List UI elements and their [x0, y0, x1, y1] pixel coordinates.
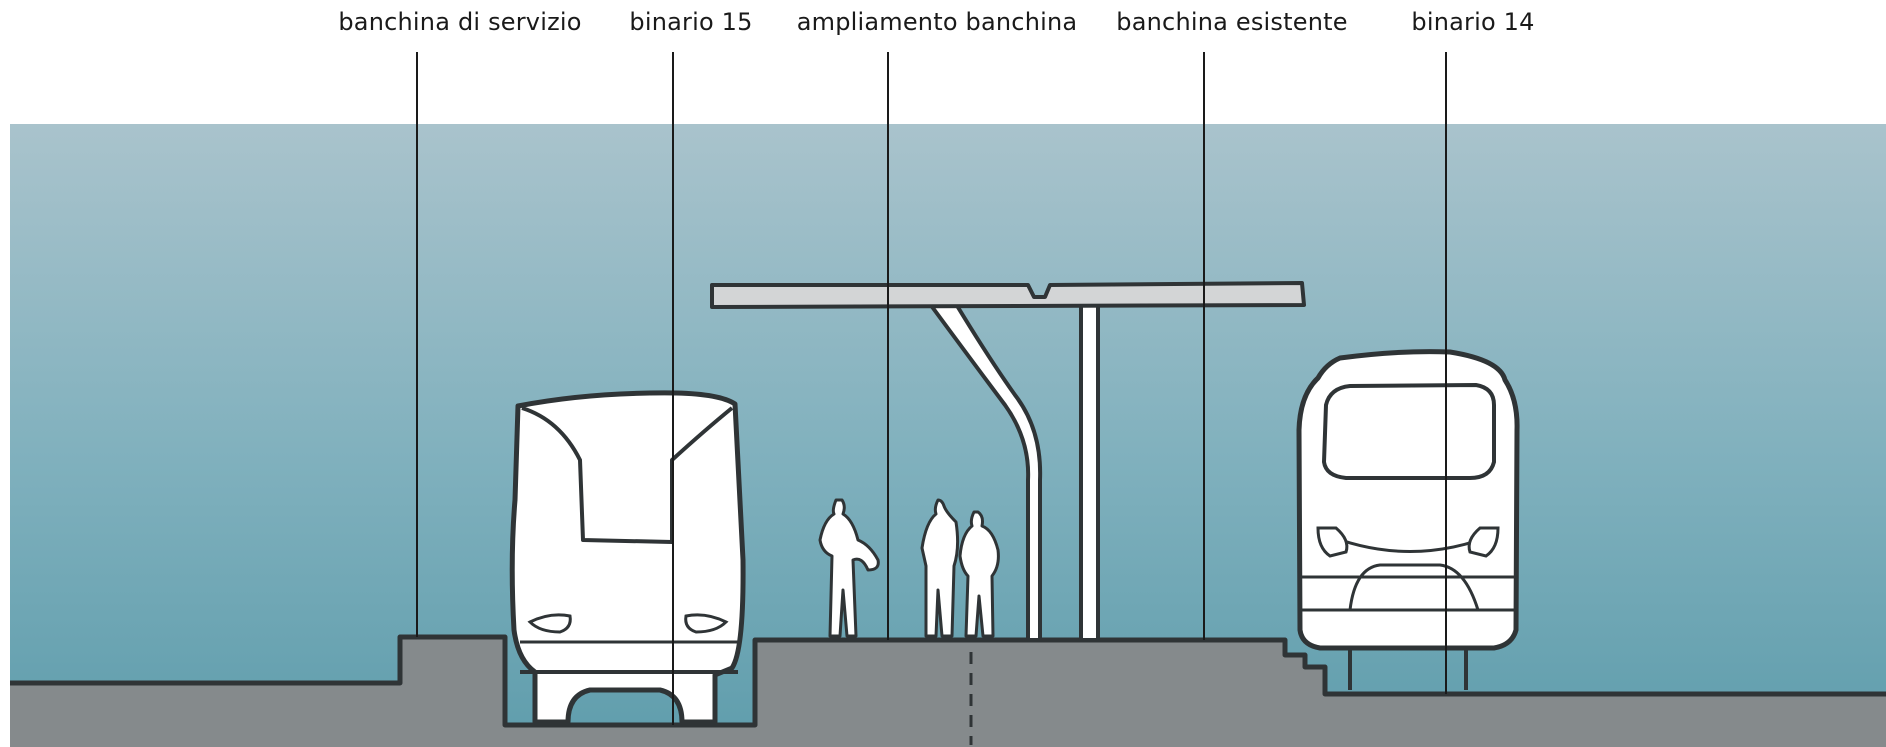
leader-lines [416, 52, 1447, 725]
label-service-platform: banchina di servizio [338, 8, 582, 36]
canopy-roof [710, 281, 1306, 309]
train-track-14 [1296, 349, 1520, 690]
people-waiting [818, 498, 1000, 638]
canopy-straight-column [1079, 302, 1100, 642]
label-platform-extension: ampliamento banchina [796, 8, 1078, 36]
ground-profile [10, 637, 1886, 747]
label-existing-platform: banchina esistente [1116, 8, 1348, 36]
train-track-15 [509, 390, 746, 725]
label-track-14: binario 14 [1411, 8, 1535, 36]
canopy-curved-strut [928, 302, 1043, 642]
label-track-15: binario 15 [629, 8, 753, 36]
